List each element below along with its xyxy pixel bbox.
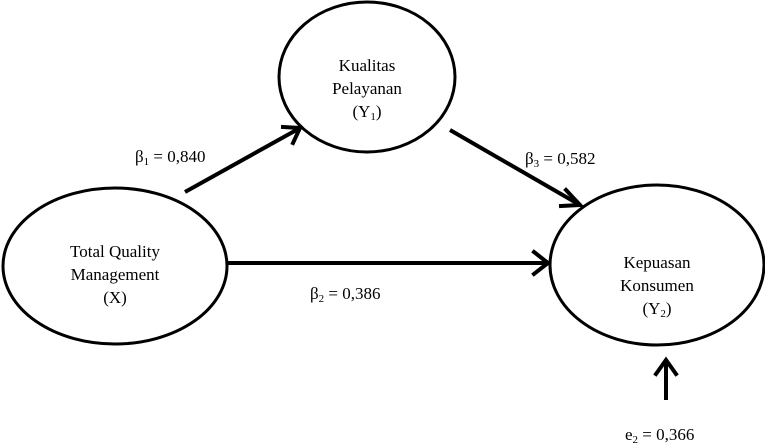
node-label-line: Pelayanan [332,79,402,98]
node-label-line: (X) [103,288,127,307]
node-label-line: Kualitas [339,56,396,75]
error-term-label-e2: e2 = 0,366 [625,425,694,445]
coefficient-label-b3: β3 = 0,582 [525,149,596,170]
node-kualitas-pelayanan: Kualitas Pelayanan (Y1) [277,0,457,154]
node-label-line: (Y2) [642,299,671,320]
node-label-line: Total Quality [70,242,160,261]
arrow-x-to-y2 [226,249,552,277]
node-label-line: (Y1) [352,102,381,123]
coefficient-label-b1: β1 = 0,840 [135,147,206,168]
node-label-line: Konsumen [620,276,694,295]
node-kepuasan-konsumen: Kepuasan Konsumen (Y2) [548,183,765,347]
arrow-y1-to-y2 [449,128,585,209]
coefficient-label-b2: β2 = 0,386 [310,284,381,305]
arrow-error-to-y2 [653,356,679,400]
arrow-x-to-y1 [184,124,304,194]
node-total-quality-management: Total Quality Management (X) [1,186,229,346]
node-label-line: Management [71,265,160,284]
node-label-line: Kepuasan [623,253,691,272]
